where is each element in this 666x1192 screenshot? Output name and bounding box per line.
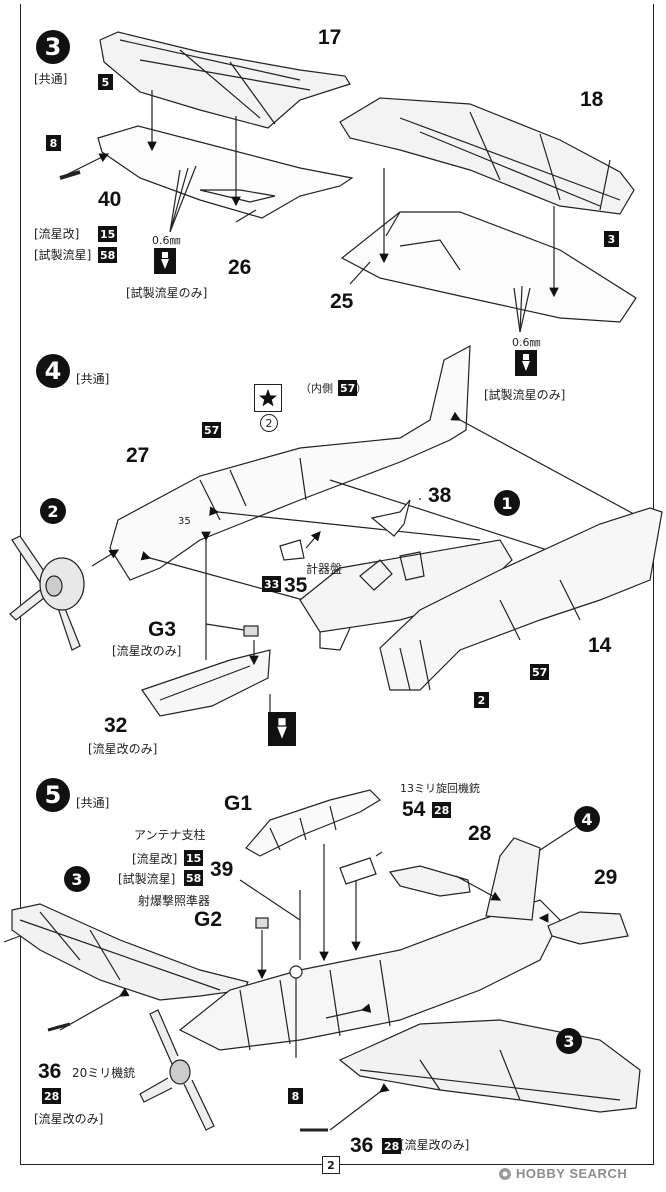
sight-label: 射爆撃照準器 bbox=[138, 894, 211, 908]
wing-bottom-part-25 bbox=[340, 211, 637, 323]
common-label-step3: [共通] bbox=[34, 72, 68, 86]
plane-propeller bbox=[139, 1009, 215, 1131]
canopy-g1 bbox=[245, 789, 381, 857]
variant-label-kai: [流星改] bbox=[34, 227, 80, 241]
instrument-panel-label: 計器盤 bbox=[306, 562, 343, 576]
fuselage-rear-part-14 bbox=[379, 507, 663, 691]
paint-code-15: 15 bbox=[98, 226, 118, 242]
wing-top-part-17 bbox=[99, 31, 351, 129]
common-label-step4: [共通] bbox=[76, 372, 110, 386]
paint-code-57c: 57 bbox=[530, 664, 550, 680]
part-number-17: 17 bbox=[318, 26, 342, 49]
ref-step-2: 2 bbox=[40, 498, 66, 524]
mg13-label: 13ミリ旋回機銃 bbox=[400, 782, 480, 795]
part-number-36a: 36 bbox=[38, 1060, 62, 1083]
paint-code-3: 3 bbox=[604, 231, 619, 247]
plane-tail-fin bbox=[485, 837, 541, 921]
paint-code-2: 2 bbox=[474, 692, 489, 708]
hole-size-right: 0.6㎜ bbox=[512, 336, 541, 349]
common-label-step5: [共通] bbox=[76, 796, 110, 810]
watermark: HOBBY SEARCH bbox=[498, 1166, 627, 1181]
plane-right-wing bbox=[338, 1019, 641, 1113]
wing-bottom-part-26 bbox=[97, 125, 354, 219]
only-kai-g3: [流星改のみ] bbox=[112, 644, 182, 658]
part-number-54: 54 bbox=[402, 798, 426, 821]
plane-left-wing bbox=[11, 903, 249, 1001]
part-number-27: 27 bbox=[126, 444, 150, 467]
step-number-5: 5 bbox=[36, 778, 70, 812]
part-number-32: 32 bbox=[104, 714, 128, 737]
paint-code-8: 8 bbox=[46, 135, 61, 151]
drill-hole-icon bbox=[154, 248, 176, 274]
paint-code-28a: 28 bbox=[432, 802, 452, 818]
ref-step-3b: 3 bbox=[556, 1028, 582, 1054]
ref-step-3a: 3 bbox=[64, 866, 90, 892]
part-g3 bbox=[243, 625, 259, 637]
inner-side-close: ） bbox=[356, 382, 367, 395]
wing-top-part-18 bbox=[339, 97, 635, 215]
paint-code-28c: 28 bbox=[382, 1138, 402, 1154]
variant-label-shisei: [試製流星] bbox=[34, 248, 92, 262]
propeller-step4 bbox=[9, 535, 81, 651]
paint-code-58-5: 58 bbox=[184, 870, 204, 886]
watermark-text: HOBBY SEARCH bbox=[516, 1166, 628, 1181]
hobby-search-logo-icon bbox=[499, 1167, 511, 1180]
step-number-4: 4 bbox=[36, 354, 70, 388]
fuselage-left-half-27 bbox=[109, 344, 471, 581]
only-kai-36b: [流星改のみ] bbox=[400, 1138, 470, 1152]
part-number-g1: G1 bbox=[224, 792, 253, 815]
only-shisei-left: [試製流星のみ] bbox=[126, 286, 208, 300]
only-shisei-right: [試製流星のみ] bbox=[484, 388, 566, 402]
circled-2: 2 bbox=[260, 414, 278, 432]
part-number-38: 38 bbox=[428, 484, 452, 507]
drill-hole-icon bbox=[268, 712, 296, 746]
part-number-28: 28 bbox=[468, 822, 492, 845]
part-number-29: 29 bbox=[594, 866, 618, 889]
gun20-label: 20ミリ機銃 bbox=[72, 1066, 136, 1080]
stabilizer-part-28 bbox=[388, 865, 471, 897]
paint-code-15-5: 15 bbox=[184, 850, 204, 866]
star-marking-icon bbox=[254, 384, 282, 412]
part-number-14: 14 bbox=[588, 634, 612, 657]
part-35 bbox=[279, 539, 305, 561]
variant-label-shisei-5: [試製流星] bbox=[118, 872, 176, 886]
part-number-g3: G3 bbox=[148, 618, 177, 641]
inner-side-label: （内側 bbox=[300, 382, 333, 395]
ref-step-4: 4 bbox=[574, 806, 600, 832]
paint-code-58: 58 bbox=[98, 247, 118, 263]
paint-code-8-5: 8 bbox=[288, 1088, 303, 1104]
paint-code-33: 33 bbox=[262, 576, 282, 592]
part-number-39: 39 bbox=[210, 858, 234, 881]
stabilizer-part-29 bbox=[547, 911, 629, 945]
part-number-26: 26 bbox=[228, 256, 252, 279]
part-number-35-small: 35 bbox=[178, 516, 191, 527]
part-number-g2: G2 bbox=[194, 908, 223, 931]
drill-hole-icon bbox=[515, 350, 537, 376]
paint-code-28b: 28 bbox=[42, 1088, 62, 1104]
antenna-label: アンテナ支柱 bbox=[134, 828, 206, 842]
paint-code-57a: 57 bbox=[338, 380, 358, 396]
page-number: 2 bbox=[322, 1156, 340, 1174]
ref-step-1: 1 bbox=[494, 490, 520, 516]
part-number-18: 18 bbox=[580, 88, 604, 111]
part-38 bbox=[370, 499, 411, 537]
step-number-3: 3 bbox=[36, 30, 70, 64]
part-number-40: 40 bbox=[98, 188, 122, 211]
only-kai-32: [流星改のみ] bbox=[88, 742, 158, 756]
part-number-35: 35 bbox=[284, 574, 308, 597]
paint-code-5: 5 bbox=[98, 74, 113, 90]
paint-code-57b: 57 bbox=[202, 422, 222, 438]
part-number-36b: 36 bbox=[350, 1134, 374, 1157]
part-number-25: 25 bbox=[330, 290, 354, 313]
only-kai-36a: [流星改のみ] bbox=[34, 1112, 104, 1126]
sight-g2 bbox=[255, 917, 269, 929]
hole-size-left: 0.6㎜ bbox=[152, 234, 181, 247]
variant-label-kai-5: [流星改] bbox=[132, 852, 178, 866]
gun-part-54 bbox=[339, 857, 377, 885]
